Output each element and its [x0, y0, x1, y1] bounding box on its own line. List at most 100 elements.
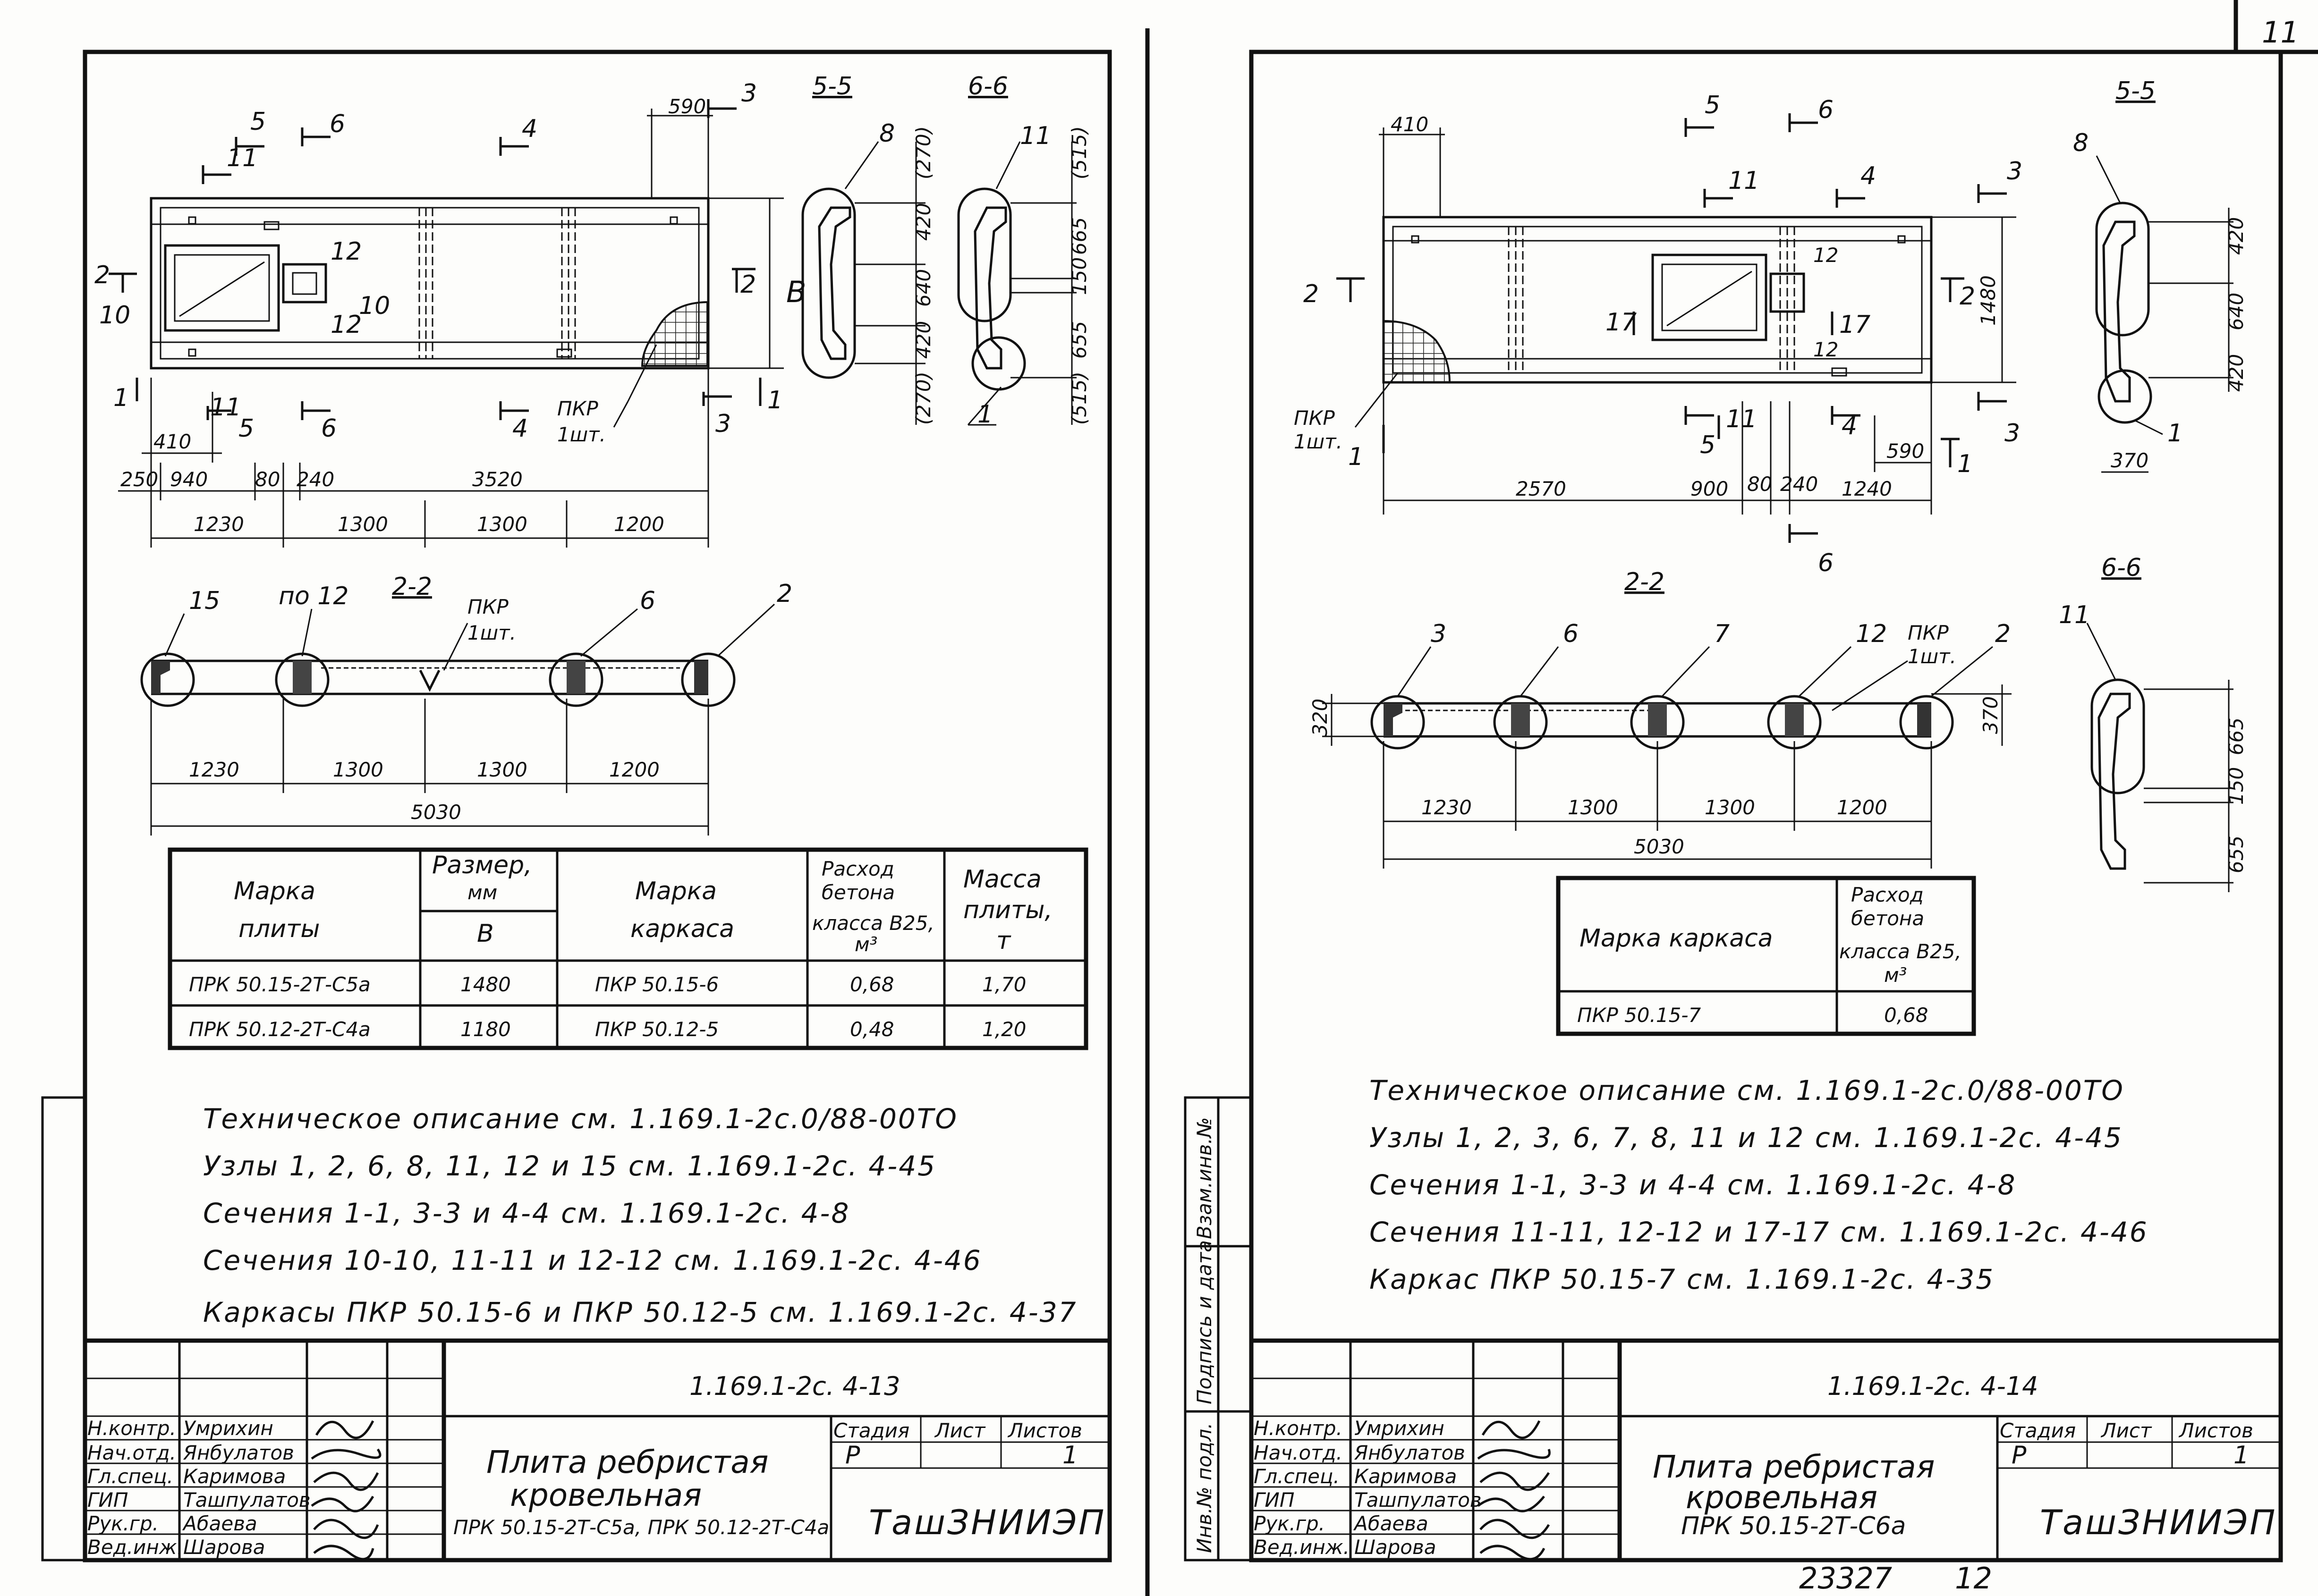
signature-mark — [313, 1471, 379, 1491]
svg-text:11: 11 — [1728, 167, 1759, 195]
svg-text:1.169.1-2с. 4-14: 1.169.1-2с. 4-14 — [1827, 1371, 2038, 1401]
svg-text:11: 11 — [210, 393, 241, 422]
svg-text:655: 655 — [1068, 321, 1091, 359]
left-cut-marks: 5 6 11 4 3 2 10 2 12 12 10 1 11 5 6 4 — [94, 79, 783, 443]
svg-text:бетона: бетона — [1851, 907, 1924, 930]
left-section-2-2: 2-2 15 по 12 ПКР 1шт. 6 2 — [140, 573, 792, 836]
left-frame — [83, 50, 1112, 1562]
svg-text:11: 11 — [1020, 122, 1051, 150]
svg-text:2: 2 — [94, 261, 110, 289]
svg-text:Техническое описание см. 1.169: Техническое описание см. 1.169.1-2с.0/88… — [203, 1103, 958, 1135]
left-title-block: 1.169.1-2с. 4-13 Н.контр. Нач.отд. Гл.сп… — [85, 1338, 1110, 1561]
svg-text:Гл.спец.: Гл.спец. — [87, 1465, 173, 1488]
svg-text:2-2: 2-2 — [1624, 568, 1664, 596]
signature-mark — [1479, 1471, 1550, 1491]
side-stamp: Инв.№ подл. Подпись и дата Взам.инв.№ — [1184, 1096, 1253, 1562]
svg-text:3: 3 — [741, 79, 757, 108]
right-spec-table: Марка каркаса Расход бетона класса В25, … — [1556, 876, 1976, 1036]
svg-text:Листов: Листов — [1007, 1419, 1082, 1442]
table-cell: ПКР 50.15-6 — [595, 973, 719, 996]
svg-text:2: 2 — [740, 270, 756, 299]
svg-text:640: 640 — [912, 269, 935, 307]
svg-text:1200: 1200 — [609, 758, 660, 781]
svg-text:бетона: бетона — [822, 881, 895, 904]
svg-text:410: 410 — [1391, 113, 1428, 136]
svg-text:Каркас ПКР 50.15-7 см. 1.169.1: Каркас ПКР 50.15-7 см. 1.169.1-2с. 4-35 — [1369, 1263, 1995, 1295]
svg-text:Лист: Лист — [934, 1419, 986, 1442]
svg-text:11: 11 — [227, 144, 258, 172]
left-spec-table: Марка плиты Размер, мм B Марка каркаса Р… — [168, 847, 1088, 1050]
svg-text:Марка каркаса: Марка каркаса — [1579, 924, 1773, 953]
svg-text:1480: 1480 — [1977, 275, 2000, 326]
signature-mark — [311, 1495, 374, 1512]
svg-text:2-2: 2-2 — [392, 573, 432, 601]
svg-text:класса В25,: класса В25, — [1839, 940, 1961, 963]
svg-text:Р: Р — [845, 1441, 860, 1469]
svg-text:Шарова: Шарова — [183, 1536, 265, 1559]
left-plan-callout: ПКР 1шт. — [557, 344, 657, 446]
svg-text:410: 410 — [153, 430, 191, 453]
svg-text:8: 8 — [879, 119, 895, 148]
svg-text:1230: 1230 — [189, 758, 239, 781]
svg-text:250: 250 — [120, 468, 158, 491]
svg-text:1шт.: 1шт. — [1294, 430, 1342, 453]
svg-text:1: 1 — [113, 384, 129, 412]
table-cell: 1,20 — [982, 1018, 1027, 1041]
svg-text:655: 655 — [2225, 836, 2248, 873]
svg-text:5-5: 5-5 — [812, 72, 852, 101]
svg-text:5-5: 5-5 — [2115, 77, 2156, 105]
svg-text:10: 10 — [359, 292, 390, 320]
svg-text:1300: 1300 — [477, 758, 527, 781]
svg-text:кровельная: кровельная — [510, 1477, 702, 1513]
svg-text:4: 4 — [1842, 412, 1857, 440]
svg-text:Стадия: Стадия — [833, 1419, 909, 1442]
svg-text:2: 2 — [777, 580, 792, 608]
right-section-5-5: 5-5 420 640 420 370 8 1 — [2073, 77, 2248, 473]
svg-text:B: B — [477, 920, 494, 948]
svg-text:6: 6 — [330, 110, 345, 138]
svg-text:370: 370 — [2111, 449, 2148, 472]
svg-text:6: 6 — [640, 587, 655, 615]
svg-text:Марка: Марка — [635, 877, 717, 905]
svg-text:Рук.гр.: Рук.гр. — [87, 1512, 159, 1535]
svg-text:Рук.гр.: Рук.гр. — [1254, 1512, 1325, 1535]
svg-text:12: 12 — [1813, 244, 1838, 267]
svg-text:17: 17 — [1839, 311, 1870, 339]
svg-text:Инв.№ подл.: Инв.№ подл. — [1193, 1423, 1216, 1553]
sheet-number-box: 11 — [2233, 0, 2318, 54]
svg-text:Плита ребристая: Плита ребристая — [1653, 1449, 1935, 1485]
svg-text:ТашЗНИИЭП: ТашЗНИИЭП — [869, 1503, 1106, 1542]
svg-text:1.169.1-2с. 4-13: 1.169.1-2с. 4-13 — [689, 1371, 900, 1401]
svg-text:Умрихин: Умрихин — [183, 1417, 273, 1440]
right-title-block: 1.169.1-2с. 4-14 Н.контр. Нач.отд. Гл.сп… — [1251, 1338, 2281, 1561]
svg-text:1: 1 — [1957, 450, 1973, 478]
svg-text:ПКР: ПКР — [557, 397, 598, 420]
svg-text:1300: 1300 — [477, 513, 527, 536]
svg-text:Нач.отд.: Нач.отд. — [1254, 1441, 1342, 1464]
svg-text:Н.контр.: Н.контр. — [87, 1417, 176, 1440]
svg-text:1: 1 — [1348, 443, 1364, 471]
svg-text:1: 1 — [1062, 1441, 1078, 1469]
svg-text:Плита ребристая: Плита ребристая — [486, 1444, 768, 1480]
svg-text:640: 640 — [2225, 293, 2248, 330]
svg-text:1шт.: 1шт. — [557, 423, 606, 446]
svg-text:1: 1 — [2233, 1441, 2249, 1469]
svg-text:320: 320 — [1308, 699, 1332, 736]
svg-text:80: 80 — [255, 468, 280, 491]
svg-text:12: 12 — [331, 237, 362, 266]
svg-text:Сечения 11-11, 12-12 и 17-17 с: Сечения 11-11, 12-12 и 17-17 см. 1.169.1… — [1369, 1216, 2148, 1248]
svg-text:4: 4 — [1860, 162, 1876, 190]
svg-text:6: 6 — [1818, 96, 1834, 124]
svg-text:Ташпулатов: Ташпулатов — [1354, 1488, 1482, 1512]
svg-text:плиты,: плиты, — [963, 896, 1053, 924]
svg-text:(270): (270) — [912, 372, 935, 425]
svg-text:11: 11 — [2059, 601, 2090, 629]
svg-text:Сечения 1-1, 3-3 и 4-4 см. 1.1: Сечения 1-1, 3-3 и 4-4 см. 1.169.1-2с. 4… — [203, 1197, 850, 1229]
signature-mark — [313, 1519, 379, 1539]
svg-text:Гл.спец.: Гл.спец. — [1254, 1465, 1340, 1488]
svg-text:3520: 3520 — [472, 468, 523, 491]
svg-text:т: т — [996, 927, 1011, 955]
svg-text:5: 5 — [1705, 91, 1720, 119]
left-notes: Техническое описание см. 1.169.1-2с.0/88… — [203, 1103, 1076, 1328]
